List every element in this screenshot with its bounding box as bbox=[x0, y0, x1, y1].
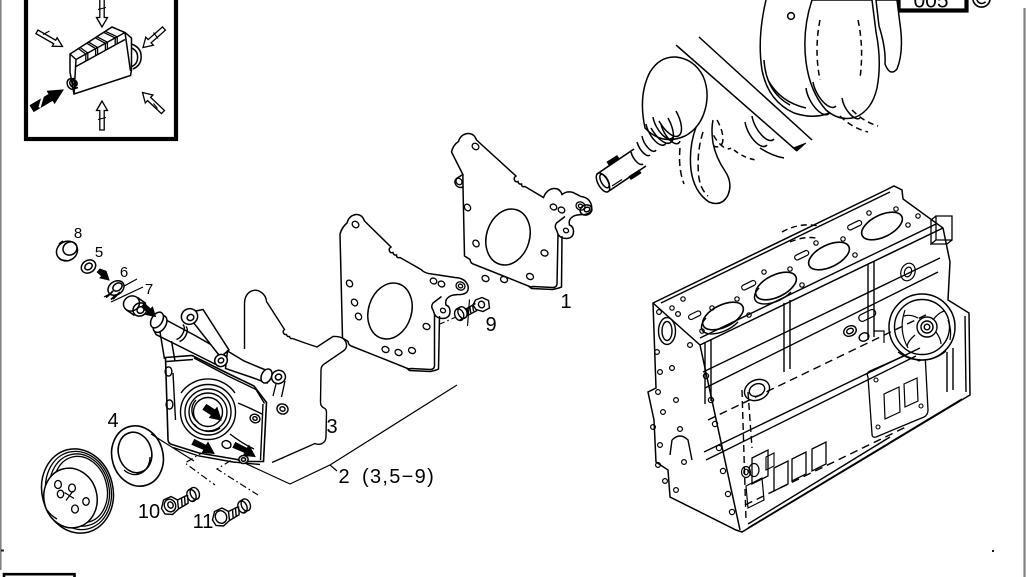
svg-text:5: 5 bbox=[95, 244, 103, 261]
svg-text:005: 005 bbox=[913, 0, 948, 13]
svg-text:3: 3 bbox=[326, 416, 337, 438]
svg-text:2: 2 bbox=[338, 466, 349, 488]
svg-text:1: 1 bbox=[560, 291, 571, 313]
svg-text:11: 11 bbox=[193, 511, 214, 533]
svg-text:(3,5−9): (3,5−9) bbox=[362, 466, 435, 488]
svg-text:8: 8 bbox=[74, 225, 82, 242]
svg-text:9: 9 bbox=[485, 314, 496, 336]
svg-text:4: 4 bbox=[107, 410, 118, 432]
svg-text:6: 6 bbox=[120, 264, 128, 281]
svg-text:7: 7 bbox=[145, 281, 153, 298]
svg-text:10: 10 bbox=[138, 501, 160, 523]
